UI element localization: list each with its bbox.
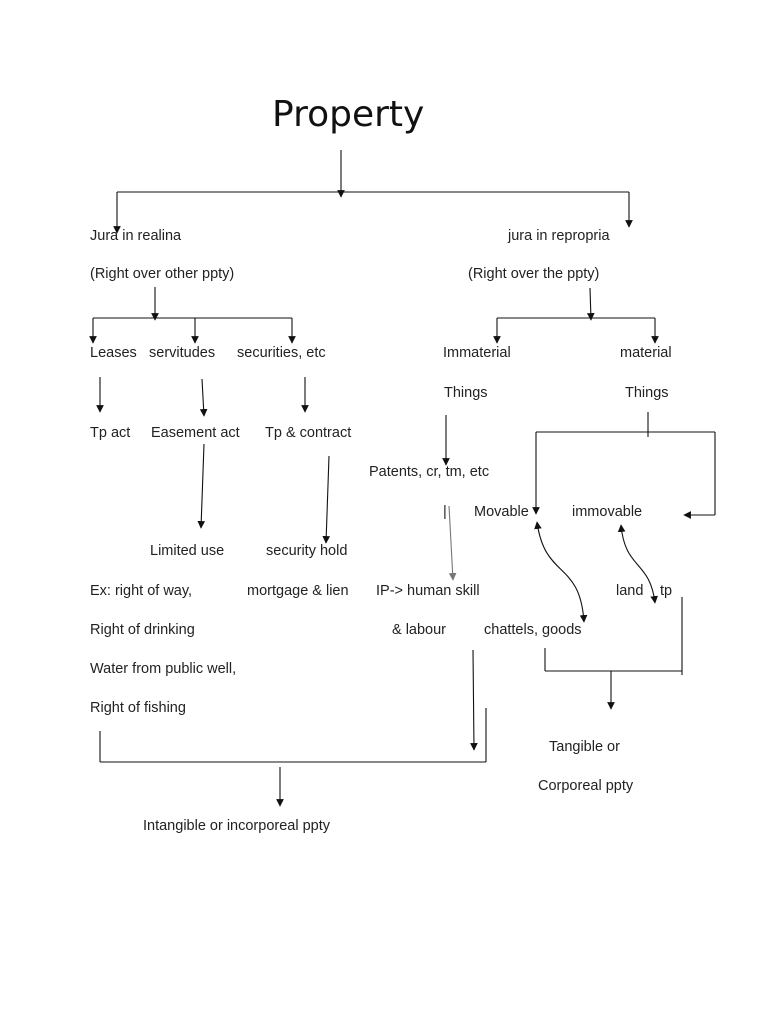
node-limited-use: Limited use [150,543,225,559]
node-patents: Patents, cr, tm, etc [369,464,490,480]
example-line-3: Water from public well, [90,661,237,677]
node-labour: & labour [392,622,447,638]
node-material-things: Things [625,385,669,401]
node-tp-act: Tp act [90,425,131,441]
node-ip-human-skill: IP-> human skill [376,583,480,599]
node-material: material [620,345,672,361]
example-line-4: Right of fishing [90,700,186,716]
node-security-hold: security hold [266,543,348,559]
node-easement-act: Easement act [151,425,240,441]
page-title: Property [272,94,425,135]
node-tp-contract: Tp & contract [265,425,352,441]
example-line-2: Right of drinking [90,622,195,638]
node-land: land [616,583,644,599]
node-movable: Movable [474,504,529,520]
node-intangible-ppty: Intangible or incorporeal ppty [143,818,331,834]
node-tangible: Tangible or [549,739,620,755]
node-corporeal-ppty: Corporeal ppty [538,778,634,794]
node-securities: securities, etc [237,345,326,361]
node-immaterial-things: Things [444,385,488,401]
separator-mark: | [443,504,447,520]
node-servitudes: servitudes [149,345,216,361]
node-leases: Leases [90,345,137,361]
node-jura-in-repropria-sub: (Right over the ppty) [468,266,600,282]
arrow-right-sub [586,287,595,321]
example-line-1: Ex: right of way, [90,583,193,599]
node-mortgage-lien: mortgage & lien [247,583,349,599]
node-jura-in-repropria: jura in repropria [508,228,610,244]
node-chattels-goods: chattels, goods [484,622,582,638]
node-immaterial: Immaterial [443,345,511,361]
node-jura-in-realina: Jura in realina [90,228,182,244]
node-tp: tp [660,583,673,599]
node-jura-in-realina-sub: (Right over other ppty) [90,266,235,282]
node-immovable: immovable [572,504,643,520]
